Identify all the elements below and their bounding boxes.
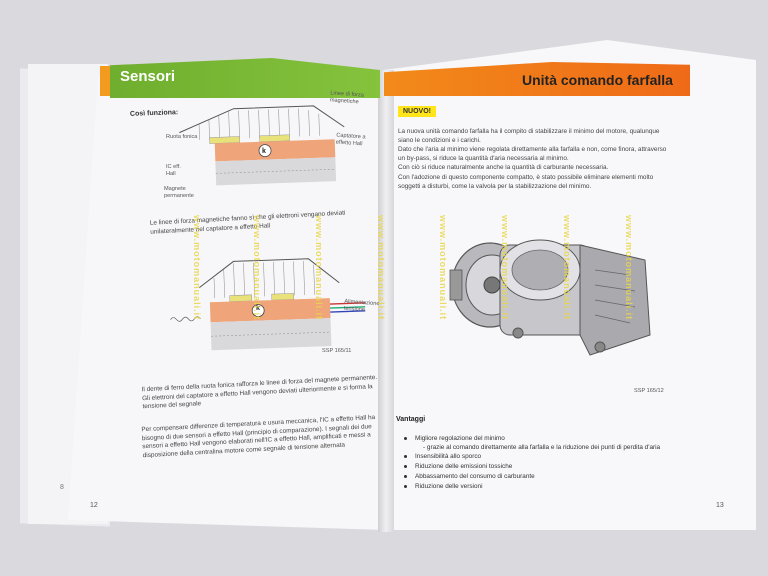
label-captatore: Captatore a effetto Hall bbox=[335, 132, 366, 148]
right-paragraph-2: Dato che l'aria al minimo viene regolata… bbox=[398, 146, 667, 162]
vantaggi-item: Riduzione delle emissioni tossiche bbox=[404, 462, 704, 472]
right-paragraph-4: Con l'adozione di questo componente comp… bbox=[398, 174, 654, 190]
throttle-body-illustration bbox=[449, 239, 651, 356]
watermark: www.motomanuali.it bbox=[314, 215, 324, 321]
right-ssp-label: SSP 165/12 bbox=[634, 388, 664, 394]
hall-diagram-1 bbox=[179, 105, 345, 186]
vantaggi-item: Insensibilità allo sporco bbox=[404, 452, 704, 462]
watermark: www.motomanuali.it bbox=[192, 215, 202, 321]
vantaggi-list: Migliore regolazione del minimo - grazie… bbox=[404, 434, 704, 492]
left-ssp-label: SSP 165/11 bbox=[322, 348, 352, 354]
hall-diagram-2 bbox=[170, 258, 366, 351]
watermark: www.motomanuali.it bbox=[562, 215, 572, 321]
book-spine bbox=[378, 70, 394, 532]
watermark: www.motomanuali.it bbox=[624, 215, 634, 321]
left-page-title: Sensori bbox=[120, 68, 176, 85]
right-paragraph-3: Con ciò si riduce naturalmente anche la … bbox=[398, 164, 609, 171]
watermark: www.motomanuali.it bbox=[500, 215, 510, 321]
left-page-number: 12 bbox=[90, 502, 98, 509]
vantaggi-item: Abbassamento del consumo di carburante bbox=[404, 472, 704, 482]
vantaggi-item: Migliore regolazione del minimo bbox=[404, 434, 704, 444]
watermark: www.motomanuali.it bbox=[438, 215, 448, 321]
right-page-number: 13 bbox=[716, 502, 724, 509]
right-page-title: Unità comando farfalla bbox=[522, 72, 673, 88]
watermark: www.motomanuali.it bbox=[252, 215, 262, 321]
label-ruota-fonica: Ruota fonica bbox=[166, 134, 198, 140]
diagram2-mark: k bbox=[256, 305, 260, 312]
diagram1-mark: k bbox=[262, 148, 266, 155]
nuovo-badge: NUOVO! bbox=[398, 106, 436, 117]
vantaggi-heading: Vantaggi bbox=[396, 416, 426, 423]
vantaggi-item: Riduzione delle versioni bbox=[404, 482, 704, 492]
watermark: www.motomanuali.it bbox=[376, 215, 386, 321]
label-magnete: Magnete permanente bbox=[164, 186, 194, 199]
right-intro: La nuova unità comando farfalla ha il co… bbox=[398, 128, 660, 144]
vantaggi-item: - grazie al comando direttamente alla fa… bbox=[423, 444, 661, 451]
under-page-number: 8 bbox=[60, 484, 64, 491]
label-ic-hall: IC eff. Hall bbox=[166, 164, 181, 177]
